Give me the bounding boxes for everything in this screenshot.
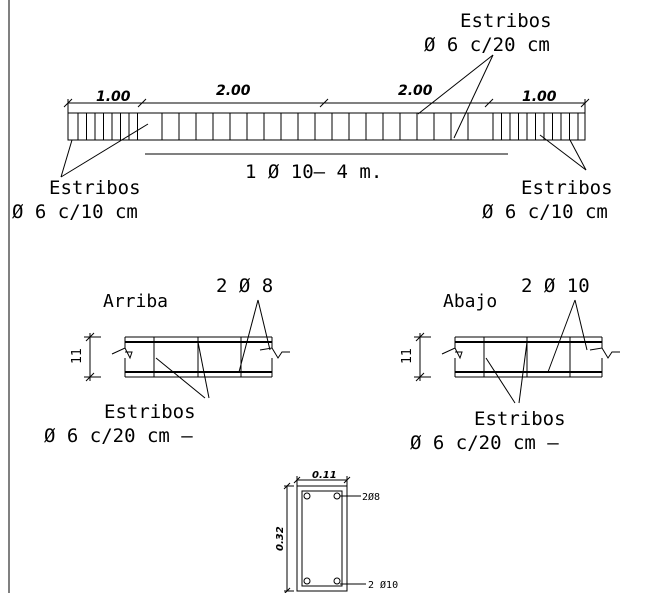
leader-line	[60, 139, 73, 178]
dim-label-4: 1.00	[522, 89, 557, 105]
detail-arriba-bars: 2 Ø 8	[216, 275, 273, 297]
dim-label-2: 2.00	[216, 83, 251, 99]
rebar-dot	[333, 492, 341, 500]
leader-line	[155, 357, 206, 399]
dimension-ticks	[63, 98, 590, 113]
leader-line	[569, 139, 587, 171]
leader-line	[197, 341, 210, 399]
beam-stirrups	[77, 113, 579, 140]
dim-label-3: 2.00	[398, 83, 433, 99]
stirrups-top-spec: Ø 6 c/20 cm	[424, 34, 550, 56]
stirrups-right-title: Estribos	[521, 177, 613, 199]
leader-line	[238, 299, 259, 373]
section-top-bars: 2Ø8	[362, 491, 380, 503]
leader-line	[539, 134, 587, 171]
beam-elevation: 1.00 2.00 2.00 1.00 1 Ø 10— 4 m. Estribo…	[12, 10, 613, 223]
dim-label-1: 1.00	[96, 89, 131, 105]
leader-line	[547, 299, 576, 373]
detail-arriba-height: 11	[70, 348, 85, 364]
rebar-label: 1 Ø 10— 4 m.	[245, 161, 382, 183]
leader-line	[518, 341, 528, 404]
detail-abajo-label: Abajo	[443, 291, 497, 312]
leader-line	[485, 357, 516, 404]
leader-line	[417, 54, 494, 115]
section-bottom-bars: 2 Ø10	[368, 579, 398, 591]
detail-abajo-height: 11	[400, 348, 415, 364]
detail-arriba-stirrups-title: Estribos	[104, 401, 196, 423]
section-height: 0.32	[275, 526, 286, 551]
leader-line	[453, 54, 494, 139]
detail-arriba-stirrups-spec: Ø 6 c/20 cm —	[44, 425, 193, 447]
stirrups-right-spec: Ø 6 c/10 cm	[482, 201, 608, 223]
section-outline	[296, 485, 348, 592]
stirrups-left-title: Estribos	[49, 177, 141, 199]
cross-section: 0.11 0.32 2Ø8 2 Ø10	[275, 470, 398, 593]
section-stirrup	[301, 490, 343, 587]
stirrups-top-title: Estribos	[460, 10, 552, 32]
detail-arriba-label: Arriba	[103, 291, 168, 312]
detail-abajo-stirrups-spec: Ø 6 c/20 cm —	[410, 432, 559, 454]
rebar-dot	[303, 577, 311, 585]
detail-arriba: Arriba 2 Ø 8 11 Estribos Ø 6 c/20 cm —	[44, 275, 290, 447]
rebar-dot	[303, 492, 311, 500]
detail-abajo-bars: 2 Ø 10	[521, 275, 590, 297]
detail-abajo-stirrups-title: Estribos	[474, 408, 566, 430]
detail-abajo: Abajo 2 Ø 10 11 Estribos Ø 6 c/20 cm —	[400, 275, 620, 454]
rebar-dot	[333, 577, 341, 585]
stirrups-left-spec: Ø 6 c/10 cm	[12, 201, 138, 223]
section-width: 0.11	[312, 470, 337, 481]
leader-line	[60, 123, 149, 178]
beam-outline	[67, 112, 586, 141]
